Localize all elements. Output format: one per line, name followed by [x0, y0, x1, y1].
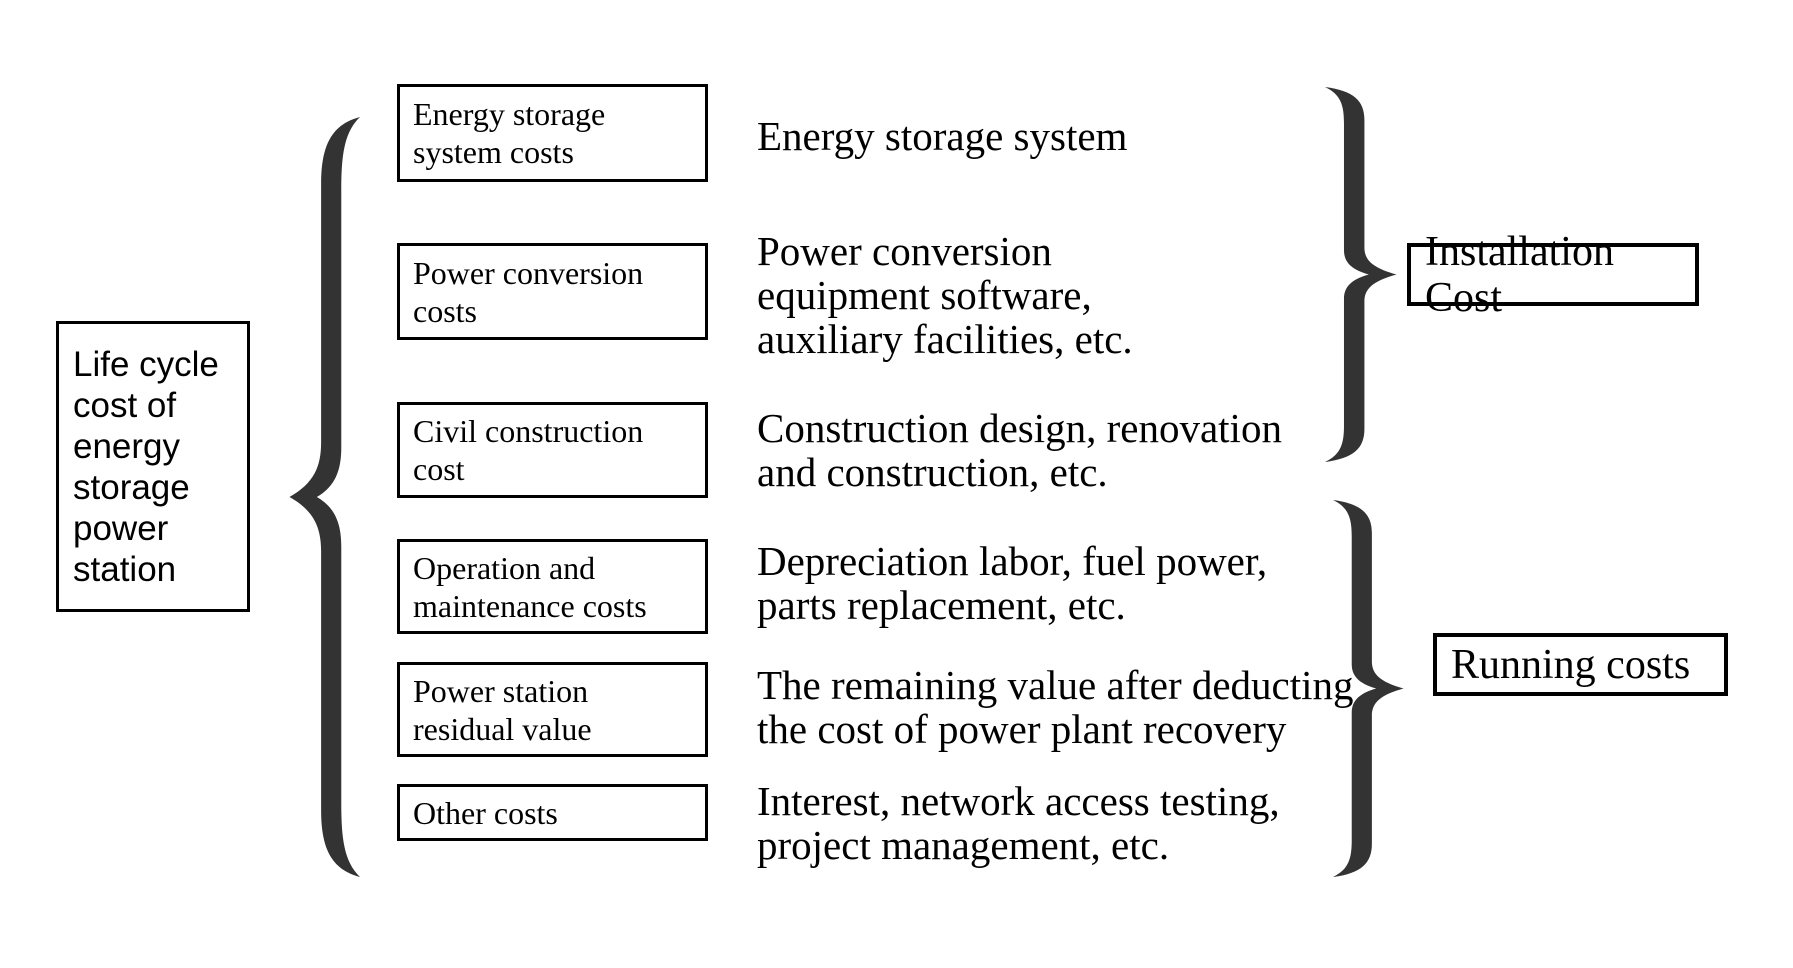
root-cost-label: Life cycle cost of energy storage power … — [73, 344, 219, 589]
cost-box-label: Other costs — [413, 794, 558, 831]
left-curly-brace-shape — [289, 117, 360, 877]
cost-box-label: Power station residual value — [413, 672, 592, 747]
running-group-brace-icon — [1333, 500, 1405, 877]
description-power-conversion: Power conversion equipment software, aux… — [757, 228, 1133, 362]
cost-box-other-costs: Other costs — [397, 784, 708, 841]
cost-box-power-conversion: Power conversion costs — [397, 243, 708, 340]
cost-box-label: Energy storage system costs — [413, 96, 606, 170]
cost-box-label: Power conversion costs — [413, 254, 644, 329]
running-costs-box: Running costs — [1433, 633, 1728, 696]
cost-box-civil-construction: Civil construction cost — [397, 402, 708, 498]
right-curly-brace-shape — [1325, 87, 1397, 462]
installation-cost-box: Installation Cost — [1407, 229, 1699, 321]
running-costs-label: Running costs — [1451, 641, 1691, 688]
root-group-brace-icon — [288, 117, 360, 877]
cost-box-label: Operation and maintenance costs — [413, 549, 647, 624]
cost-box-energy-storage: Energy storage system costs — [397, 84, 708, 182]
description-civil-construction: Construction design, renovation and cons… — [757, 405, 1282, 495]
installation-cost-label: Installation Cost — [1425, 228, 1614, 321]
cost-box-residual-value: Power station residual value — [397, 662, 708, 757]
cost-box-label: Civil construction cost — [413, 413, 644, 487]
right-curly-brace-shape — [1333, 500, 1404, 877]
installation-group-brace-icon — [1325, 87, 1398, 462]
description-energy-storage: Energy storage system — [757, 113, 1128, 159]
description-residual-value: The remaining value after deducting the … — [757, 662, 1354, 752]
root-cost-box: Life cycle cost of energy storage power … — [56, 321, 250, 612]
description-operation-maintenance: Depreciation labor, fuel power, parts re… — [757, 538, 1268, 628]
description-other-costs: Interest, network access testing, projec… — [757, 778, 1280, 868]
cost-box-operation-maintenance: Operation and maintenance costs — [397, 539, 708, 634]
